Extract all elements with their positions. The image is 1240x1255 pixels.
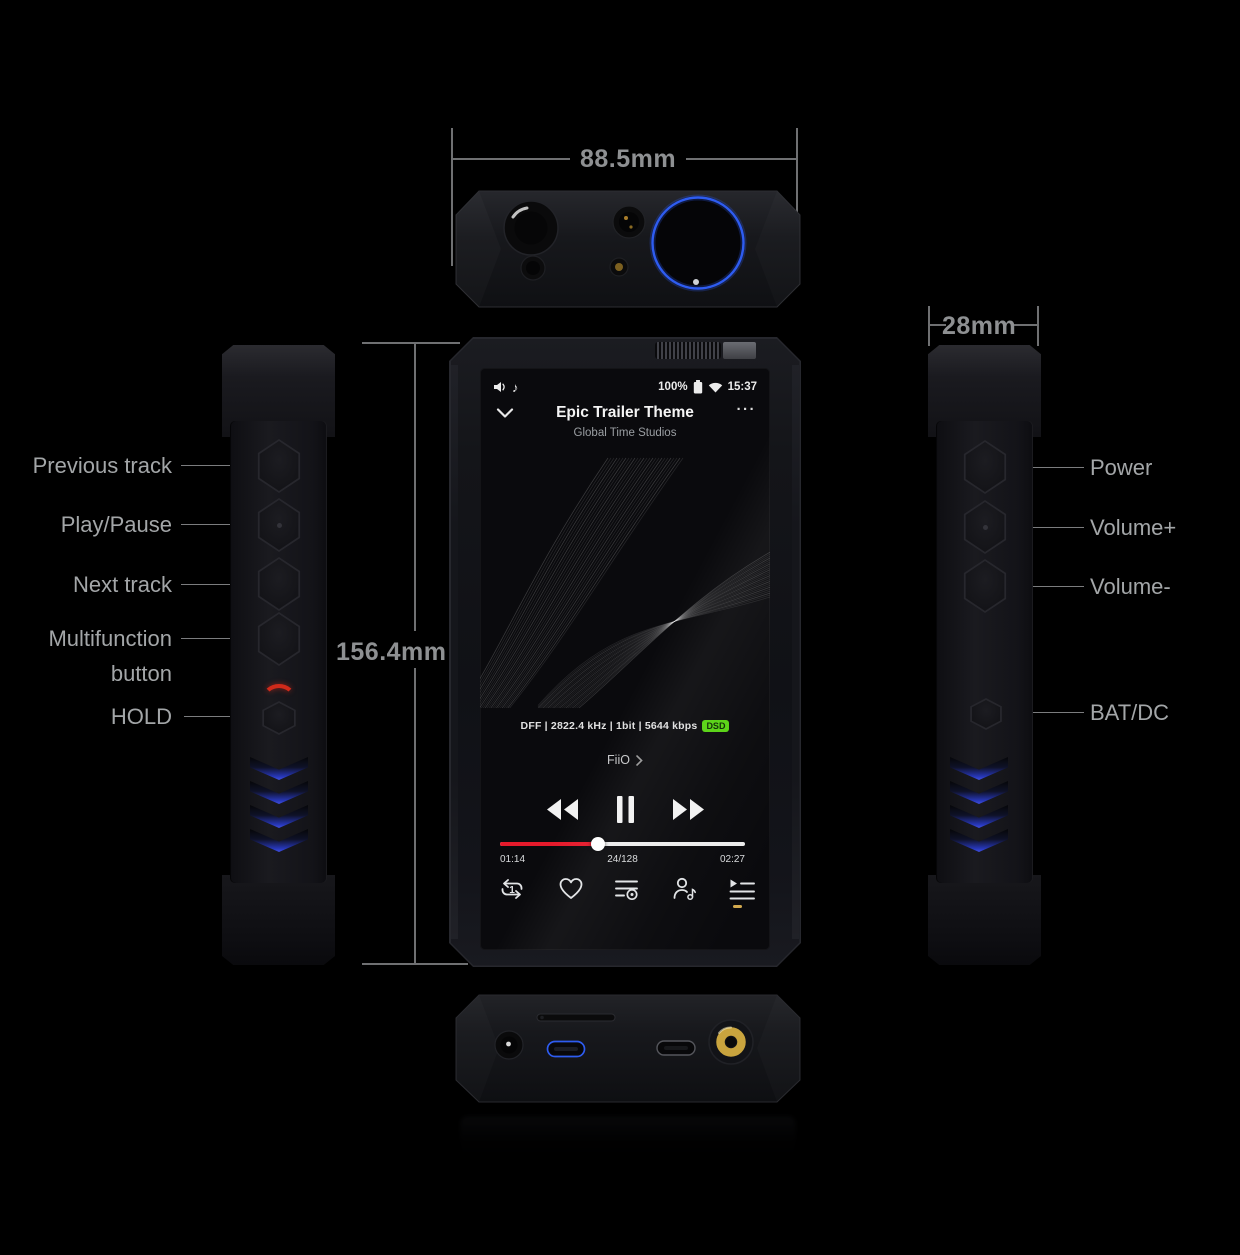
svg-text:1: 1 bbox=[509, 885, 515, 896]
volume-icon bbox=[494, 382, 505, 392]
volume-wheel-housing bbox=[723, 342, 756, 359]
bottom-view bbox=[455, 992, 801, 1105]
track-artist: Global Time Studios bbox=[573, 427, 677, 439]
callout-line bbox=[1018, 527, 1084, 529]
play-queue-icon bbox=[729, 879, 755, 900]
balanced-jack-2.5mm bbox=[609, 257, 629, 277]
front-right-rail bbox=[792, 365, 799, 939]
width-dimension-value: 88.5mm bbox=[579, 145, 677, 173]
wifi-icon bbox=[708, 382, 722, 392]
knob-indicator-dot bbox=[693, 279, 699, 285]
dsd-badge: DSD bbox=[702, 720, 730, 732]
source-row: FiiO bbox=[480, 753, 770, 767]
callout-line bbox=[1018, 467, 1084, 469]
usb-c-port-2 bbox=[656, 1040, 696, 1056]
progress-knob bbox=[591, 836, 605, 851]
dc-power-jack bbox=[494, 1030, 524, 1060]
right-side-view bbox=[928, 345, 1041, 965]
time-row: 01:14 24/128 02:27 bbox=[500, 854, 745, 865]
volume-wheel-edge bbox=[655, 342, 721, 359]
label-hold: HOLD bbox=[110, 704, 172, 729]
line-out-jack bbox=[520, 255, 546, 281]
callout-line bbox=[1018, 586, 1084, 588]
codec-row: DFF | 2822.4 kHz | 1bit | 5644 kbps DSD bbox=[480, 720, 770, 732]
depth-dimension-line bbox=[1012, 324, 1038, 326]
battery-icon bbox=[693, 380, 702, 394]
playlist-settings-icon bbox=[615, 880, 638, 900]
codec-info: DFF | 2822.4 kHz | 1bit | 5644 kbps bbox=[520, 720, 698, 732]
height-tick-top bbox=[362, 342, 460, 344]
depth-dimension-value: 28mm bbox=[942, 312, 1017, 340]
total-time: 02:27 bbox=[719, 854, 745, 865]
width-extension-line-right bbox=[796, 128, 798, 266]
label-bat-dc: BAT/DC bbox=[1090, 700, 1170, 725]
left-side-bottom-cap bbox=[222, 875, 335, 965]
progress-fill bbox=[500, 842, 598, 846]
artist-icon bbox=[673, 877, 696, 901]
previous-icon bbox=[546, 798, 578, 820]
label-volume-down: Volume- bbox=[1090, 574, 1171, 599]
label-multifunction: Multifunction bbox=[48, 626, 172, 651]
player-screen: ♪ 100% 15:37 Epic Trailer bbox=[480, 368, 770, 950]
next-icon bbox=[672, 798, 704, 820]
pause-icon bbox=[616, 795, 634, 823]
label-play-pause: Play/Pause bbox=[60, 512, 172, 537]
label-power: Power bbox=[1090, 455, 1153, 480]
callout-line bbox=[181, 465, 247, 467]
width-extension-line-left bbox=[451, 128, 453, 266]
depth-dimension-line bbox=[929, 324, 946, 326]
overflow-menu-icon: ··· bbox=[736, 401, 756, 418]
label-multifunction-2: button bbox=[110, 661, 172, 686]
front-view: ♪ 100% 15:37 Epic Trailer bbox=[449, 337, 801, 967]
headphone-jack-4.4mm bbox=[612, 205, 646, 239]
track-position: 24/128 bbox=[607, 854, 638, 865]
status-bar: ♪ 100% 15:37 bbox=[493, 379, 757, 395]
bottom-view-drawing bbox=[455, 994, 801, 1103]
right-side-bottom-cap bbox=[928, 875, 1041, 965]
headphone-jack-6.35mm bbox=[503, 200, 559, 256]
hold-indicator-arc bbox=[262, 684, 296, 714]
label-volume-up: Volume+ bbox=[1090, 515, 1177, 540]
depth-tick-left bbox=[928, 306, 930, 346]
label-next-track: Next track bbox=[72, 572, 172, 597]
callout-line bbox=[181, 524, 247, 526]
callout-line bbox=[1012, 712, 1084, 714]
volume-knob bbox=[649, 194, 747, 292]
callout-line bbox=[181, 638, 247, 640]
usb-c-port bbox=[546, 1040, 586, 1058]
battery-percent: 100% bbox=[658, 381, 688, 393]
track-title: Epic Trailer Theme bbox=[556, 404, 694, 421]
top-view bbox=[455, 187, 801, 311]
sd-card-slot bbox=[536, 1013, 616, 1022]
chevron-right-icon bbox=[636, 754, 643, 766]
progress-bar bbox=[500, 836, 745, 851]
left-side-view bbox=[222, 345, 335, 965]
source-label: FiiO bbox=[607, 753, 630, 767]
transport-controls bbox=[480, 792, 770, 826]
chevron-down-icon bbox=[496, 408, 514, 418]
height-tick-bottom bbox=[362, 963, 468, 965]
height-dimension-line bbox=[414, 668, 416, 965]
coaxial-rca-jack bbox=[708, 1019, 754, 1065]
bottom-view-reflection bbox=[460, 1116, 796, 1164]
clock: 15:37 bbox=[727, 381, 757, 393]
front-left-rail bbox=[451, 365, 458, 939]
action-icon-row: 1 bbox=[498, 874, 755, 904]
width-dimension-line bbox=[452, 158, 570, 160]
height-dimension-line bbox=[414, 343, 416, 631]
callout-line bbox=[184, 716, 247, 718]
repeat-one-icon: 1 bbox=[501, 879, 523, 899]
album-art bbox=[480, 457, 770, 708]
queue-active-marker bbox=[733, 905, 742, 908]
top-view-drawing bbox=[455, 190, 801, 308]
callout-line bbox=[181, 584, 247, 586]
width-dimension-line bbox=[686, 158, 797, 160]
elapsed-time: 01:14 bbox=[500, 854, 526, 865]
label-previous-track: Previous track bbox=[32, 453, 172, 478]
favorite-heart-icon bbox=[559, 878, 582, 899]
depth-tick-right bbox=[1037, 306, 1039, 346]
music-note-icon: ♪ bbox=[512, 379, 519, 395]
height-dimension-value: 156.4mm bbox=[336, 638, 447, 666]
